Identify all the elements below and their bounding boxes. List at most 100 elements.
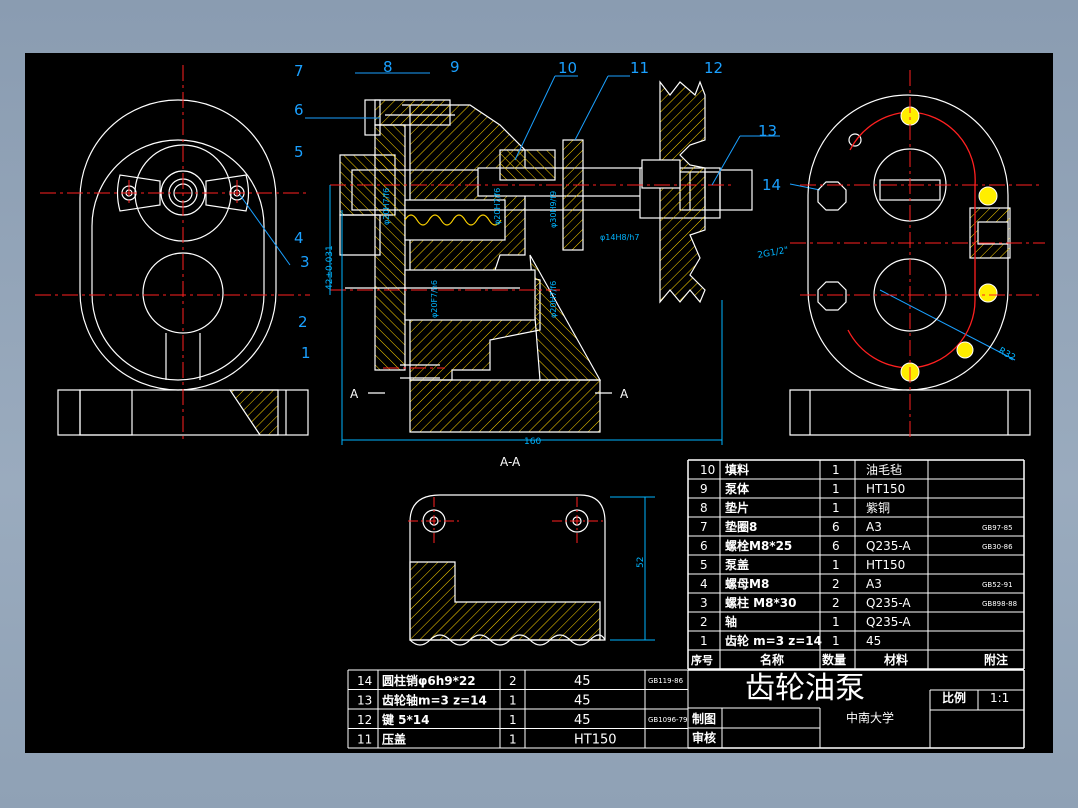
drawing-title: 齿轮油泵: [745, 671, 865, 706]
fit-label-1: φ20H7/f6: [382, 188, 391, 225]
balloon-4: 4: [294, 229, 304, 247]
balloon-14: 14: [762, 176, 781, 194]
right-pins: [900, 106, 998, 382]
section-mark-left: A: [350, 387, 359, 401]
balloon-8: 8: [383, 58, 393, 76]
bom-qty: 1: [832, 615, 840, 629]
balloon-6: 6: [294, 101, 304, 119]
section-title: A-A: [500, 455, 521, 469]
bom-qty: 6: [832, 520, 840, 534]
bom-qty: 1: [832, 558, 840, 572]
bom-material: A3: [866, 577, 882, 591]
bom-note: GB52-91: [982, 581, 1013, 589]
bom-lower-qty: 1: [509, 713, 517, 727]
dim-42: 42±0.031: [325, 245, 335, 290]
bom-note: GB898-88: [982, 600, 1017, 608]
bom-name: 泵盖: [725, 557, 749, 572]
bom-header-material: 材料: [883, 652, 908, 667]
bom-no: 1: [700, 634, 708, 648]
bom-lower-name: 圆柱销φ6h9*22: [382, 673, 476, 688]
bom-name: 齿轮 m=3 z=14: [725, 633, 822, 648]
detail-view: [409, 494, 606, 646]
detail-dim: [610, 496, 655, 641]
balloon-1: 1: [301, 344, 311, 362]
bom-no: 8: [700, 501, 708, 515]
bom-name: 螺柱 M8*30: [725, 595, 796, 610]
balloon-12: 12: [704, 59, 723, 77]
bom-no: 10: [700, 463, 715, 477]
bom-lower-no: 13: [357, 694, 372, 708]
bom-material: HT150: [866, 558, 905, 572]
bom-lower-note: GB119-86: [648, 677, 684, 685]
bom-header-note: 附注: [984, 652, 1008, 667]
bom-lower-material: 45: [574, 674, 591, 689]
bom-material: Q235-A: [866, 615, 911, 629]
bom-material: 45: [866, 634, 881, 648]
bom-name: 螺母M8: [725, 576, 769, 591]
fit-label-2: φ20H7/f6: [493, 188, 502, 225]
drawing-canvas[interactable]: φ20H7/f6 φ20H7/f6 φ30H9/f9 φ14H8/h7 φ20F…: [25, 53, 1053, 753]
balloon-labels: 7 8 9 6 5 4 3 2 1 10 11 12 13 14: [294, 58, 781, 362]
scale-label: 比例: [942, 690, 966, 705]
balloon-7: 7: [294, 62, 304, 80]
detail-centerlines: [408, 497, 605, 545]
balloon-3: 3: [300, 253, 310, 271]
section-mark-right: A: [620, 387, 629, 401]
bom-material: Q235-A: [866, 539, 911, 553]
bom-qty: 6: [832, 539, 840, 553]
dim-160: 160: [524, 437, 541, 447]
balloon-2: 2: [298, 313, 308, 331]
bom-header-qty: 数量: [822, 652, 846, 667]
bom-material: A3: [866, 520, 882, 534]
balloon-10: 10: [558, 59, 577, 77]
bom-lower-material: 45: [574, 694, 591, 709]
bom-lower-name: 压盖: [382, 732, 406, 747]
fit-labels: φ20H7/f6 φ20H7/f6 φ30H9/f9 φ14H8/h7 φ20F…: [382, 188, 639, 318]
school-name: 中南大学: [846, 710, 894, 725]
bom-name: 螺栓M8*25: [725, 538, 792, 553]
bom-qty: 1: [832, 501, 840, 515]
section-centerlines: [330, 184, 735, 369]
bom-no: 6: [700, 539, 708, 553]
bom-name: 泵体: [725, 481, 750, 496]
bom-lower-no: 11: [357, 733, 372, 747]
fit-label-3: φ30H9/f9: [549, 191, 558, 228]
bom-material: Q235-A: [866, 596, 911, 610]
bom-lower-qty: 1: [509, 733, 517, 747]
drawn-label: 制图: [692, 711, 716, 726]
bom-qty: 1: [832, 463, 840, 477]
bom-lower-material: 45: [574, 713, 591, 728]
section-dimensions: [329, 185, 723, 445]
balloon-13: 13: [758, 122, 777, 140]
bom-name: 垫圈8: [725, 519, 757, 534]
bom-material: 紫铜: [866, 500, 890, 515]
fit-label-5: φ20F7/h6: [430, 280, 439, 318]
dim-r32: R32: [997, 346, 1017, 364]
bom-lower-material: HT150: [574, 733, 617, 748]
dim-52: 52: [636, 557, 646, 568]
section-view: [339, 99, 753, 433]
leader-lines: [239, 72, 1016, 361]
fit-label-6: φ20H7/f6: [549, 281, 558, 318]
bom-note: GB97-85: [982, 524, 1013, 532]
bom-no: 9: [700, 482, 708, 496]
bom-lower-qty: 2: [509, 674, 517, 688]
pulley: [641, 80, 706, 304]
bom-qty: 2: [832, 596, 840, 610]
bom-header-name: 名称: [760, 652, 784, 667]
bom-no: 4: [700, 577, 708, 591]
bom-name: 轴: [725, 614, 737, 629]
bom-no: 2: [700, 615, 708, 629]
bom-lower-qty: 1: [509, 694, 517, 708]
bom-lower-no: 12: [357, 713, 372, 727]
dim-rc: 2G1/2": [757, 246, 790, 261]
fit-label-4: φ14H8/h7: [600, 233, 639, 242]
left-centerlines: [35, 65, 310, 440]
balloon-9: 9: [450, 58, 460, 76]
bom-lower-name: 键 5*14: [381, 712, 430, 727]
balloon-11: 11: [630, 59, 649, 77]
bom-note: GB30-86: [982, 543, 1013, 551]
balloon-5: 5: [294, 143, 304, 161]
